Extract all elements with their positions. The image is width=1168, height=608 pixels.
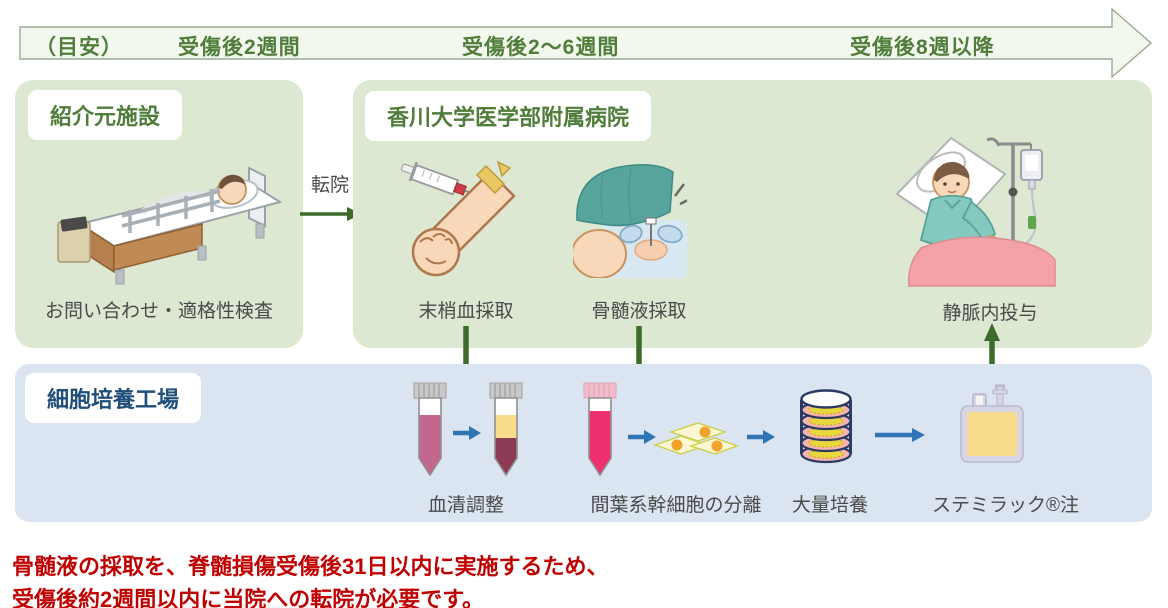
- timeline-stage-1: 受傷後2週間: [178, 36, 301, 59]
- caption-mass-culture: 大量培養: [791, 495, 868, 516]
- referral-caption: お問い合わせ・適格性検査: [44, 301, 273, 322]
- flow-arrow-culture: [747, 430, 775, 444]
- hospital-label: 香川大学医学部附属病院: [365, 91, 652, 141]
- caption-separation: 間葉系幹細胞の分離: [590, 495, 762, 516]
- timeline-arrow: [19, 7, 1153, 79]
- bone-marrow-illustration: [573, 164, 687, 278]
- caption-product: ステミラック®注: [932, 495, 1079, 516]
- serum-tube-after-icon: [489, 382, 523, 477]
- transfer-label: 転院: [310, 175, 349, 196]
- marrow-tube-icon: [583, 382, 617, 477]
- culture-stack-icon: [800, 389, 852, 464]
- caption-bone-marrow: 骨髄液採取: [591, 301, 687, 322]
- note-line-2: 受傷後約2週間以内に当院への転院が必要です。: [12, 587, 485, 608]
- note-line-1: 骨髄液の採取を、脊髄損傷受傷後31日以内に実施するため、: [12, 554, 609, 579]
- caption-peripheral-blood: 末梢血採取: [418, 301, 514, 322]
- patient-bed-illustration: [57, 166, 283, 285]
- flow-arrow-serum: [453, 426, 481, 440]
- flow-arrow-product: [875, 428, 925, 442]
- iv-administration-illustration: [895, 136, 1056, 287]
- blood-draw-illustration: [401, 160, 516, 277]
- note-text: 骨髄液の採取を、脊髄損傷受傷後31日以内に実施するため、 受傷後約2週間以内に当…: [12, 550, 608, 608]
- stem-cells-icon: [653, 422, 739, 455]
- serum-tube-before-icon: [413, 382, 447, 477]
- caption-serum: 血清調整: [427, 495, 504, 516]
- caption-iv-administration: 静脈内投与: [942, 303, 1038, 324]
- product-bag-icon: [960, 384, 1024, 463]
- cell-factory-label: 細胞培養工場: [25, 373, 202, 423]
- referral-facility-label: 紹介元施設: [28, 90, 183, 140]
- timeline-guide-label: （目安）: [35, 36, 123, 59]
- timeline-stage-2: 受傷後2～6週間: [462, 36, 620, 59]
- flow-arrow-separation: [628, 430, 656, 444]
- timeline-stage-3: 受傷後8週以降: [850, 36, 995, 59]
